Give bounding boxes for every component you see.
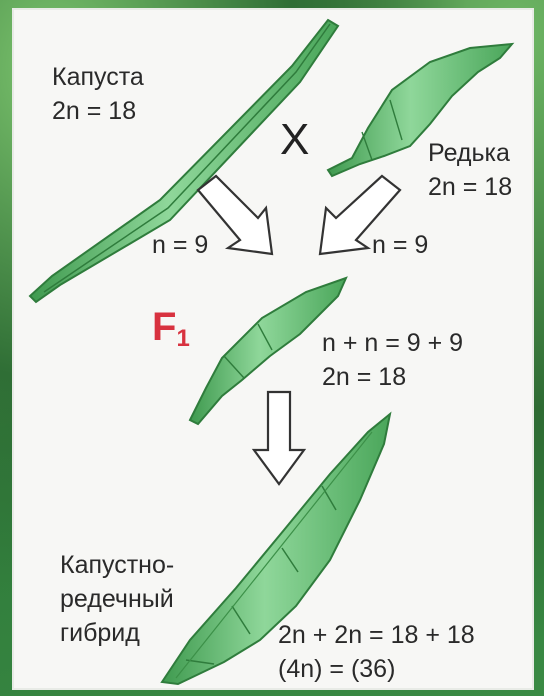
arrow-left-down — [196, 174, 274, 256]
f1-sum-label: n + n = 9 + 9 — [322, 329, 464, 357]
hybrid-label-line2: редечный — [60, 585, 174, 613]
arrow-right-down — [318, 174, 402, 256]
arrow-down — [251, 390, 307, 486]
hybrid-label-line1: Капустно- — [60, 551, 175, 579]
cabbage-pod — [28, 18, 340, 304]
gamete-left-label: n = 9 — [152, 231, 209, 259]
hybrid-pod — [160, 411, 392, 686]
hybrid-sum-label: 2n + 2n = 18 + 18 — [278, 621, 475, 649]
radish-chromosome-label: 2n = 18 — [428, 173, 513, 201]
f1-subscript: 1 — [176, 325, 190, 352]
cabbage-chromosome-label: 2n = 18 — [52, 97, 137, 125]
radish-label: Редька — [428, 139, 510, 167]
f1-label: F1 — [152, 305, 190, 361]
f1-letter: F — [152, 305, 177, 349]
cabbage-label: Капуста — [52, 63, 144, 91]
hybrid-chromosome-label: (4n) = (36) — [278, 655, 396, 683]
gamete-right-label: n = 9 — [372, 231, 429, 259]
cross-symbol: X — [280, 115, 310, 164]
f1-pod — [188, 276, 348, 426]
f1-chromosome-label: 2n = 18 — [322, 363, 407, 391]
radish-pod — [326, 42, 515, 178]
hybrid-label-line3: гибрид — [60, 619, 140, 647]
